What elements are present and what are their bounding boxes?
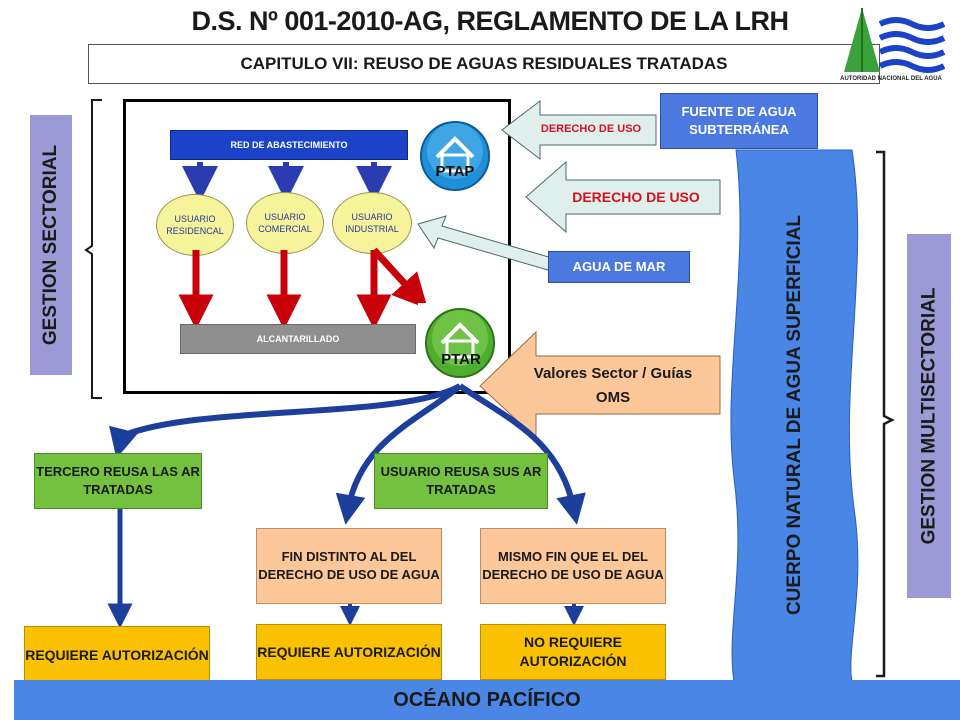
left-bracket [84,99,102,399]
right-of-use-arrow-1 [501,99,657,161]
sea-water-arrow [417,215,553,271]
right-of-use-arrow-2 [525,160,721,234]
ptap-icon: PTAP [412,113,502,199]
gestion-sectorial-label: GESTION SECTORIAL [30,115,72,375]
supply-arrows [182,162,392,200]
user-industrial: USUARIO INDUSTRIAL [332,192,412,254]
requires-auth-box-1: REQUIERE AUTORIZACIÓN [24,626,210,684]
ana-logo-graphic [844,8,946,73]
gestion-sectorial-text: GESTION SECTORIAL [40,144,62,346]
river-label-text: CUERPO NATURAL DE AGUA SUPERFICIAL [784,214,806,616]
right-bracket [876,150,895,678]
gestion-multisectorial-label: GESTION MULTISECTORIAL [907,234,951,598]
outflow-arrow-same [458,383,586,525]
chapter-subtitle: CAPITULO VII: REUSO DE AGUAS RESIDUALES … [88,44,880,84]
industrial-to-ptar-arrow [371,247,428,309]
sewer-bar: ALCANTARILLADO [180,324,416,354]
no-auth-box: NO REQUIERE AUTORIZACIÓN [480,624,666,680]
right-of-use-label-1: DERECHO DE USO [540,123,642,135]
third-party-reuse-box: TERCERO REUSA LAS AR TRATADAS [34,453,202,509]
ptar-label: PTAR [441,351,481,368]
groundwater-source-box: FUENTE DE AGUA SUBTERRÁNEA [660,93,818,149]
ana-logo: AUTORIDAD NACIONAL DEL AGUA [822,2,960,86]
gestion-multisectorial-text: GESTION MULTISECTORIAL [918,287,940,545]
ptap-label: PTAP [435,163,475,180]
page-title: D.S. Nº 001-2010-AG, REGLAMENTO DE LA LR… [191,5,789,36]
outflow-arrows [107,383,586,629]
pacific-ocean-bar: OCÉANO PACÍFICO [14,680,960,720]
right-of-use-label-2: DERECHO DE USO [572,189,700,205]
standards-label: Valores Sector / Guías OMS [533,365,693,406]
same-purpose-box: MISMO FIN QUE EL DEL DERECHO DE USO DE A… [480,528,666,604]
user-reuse-box: USUARIO REUSA SUS AR TRATADAS [374,453,548,509]
ana-logo-text: AUTORIDAD NACIONAL DEL AGUA [840,76,942,82]
different-purpose-box: FIN DISTINTO AL DEL DERECHO DE USO DE AG… [256,528,442,604]
ptar-house-icon [425,308,495,378]
ptap-house-icon [420,121,490,191]
outflow-arrow-third-party [109,383,462,459]
sewer-arrows [178,247,428,330]
sea-water-box: AGUA DE MAR [548,251,690,283]
outflow-arrow-different [335,383,462,525]
standards-arrow [479,330,721,440]
river-label: CUERPO NATURAL DE AGUA SUPERFICIAL [740,150,850,680]
requires-auth-box-2: REQUIERE AUTORIZACIÓN [256,624,442,680]
supply-network-bar: RED DE ABASTECIMIENTO [170,130,408,160]
user-commercial: USUARIO COMERCIAL [246,192,324,254]
ptar-icon: PTAR [418,303,504,385]
